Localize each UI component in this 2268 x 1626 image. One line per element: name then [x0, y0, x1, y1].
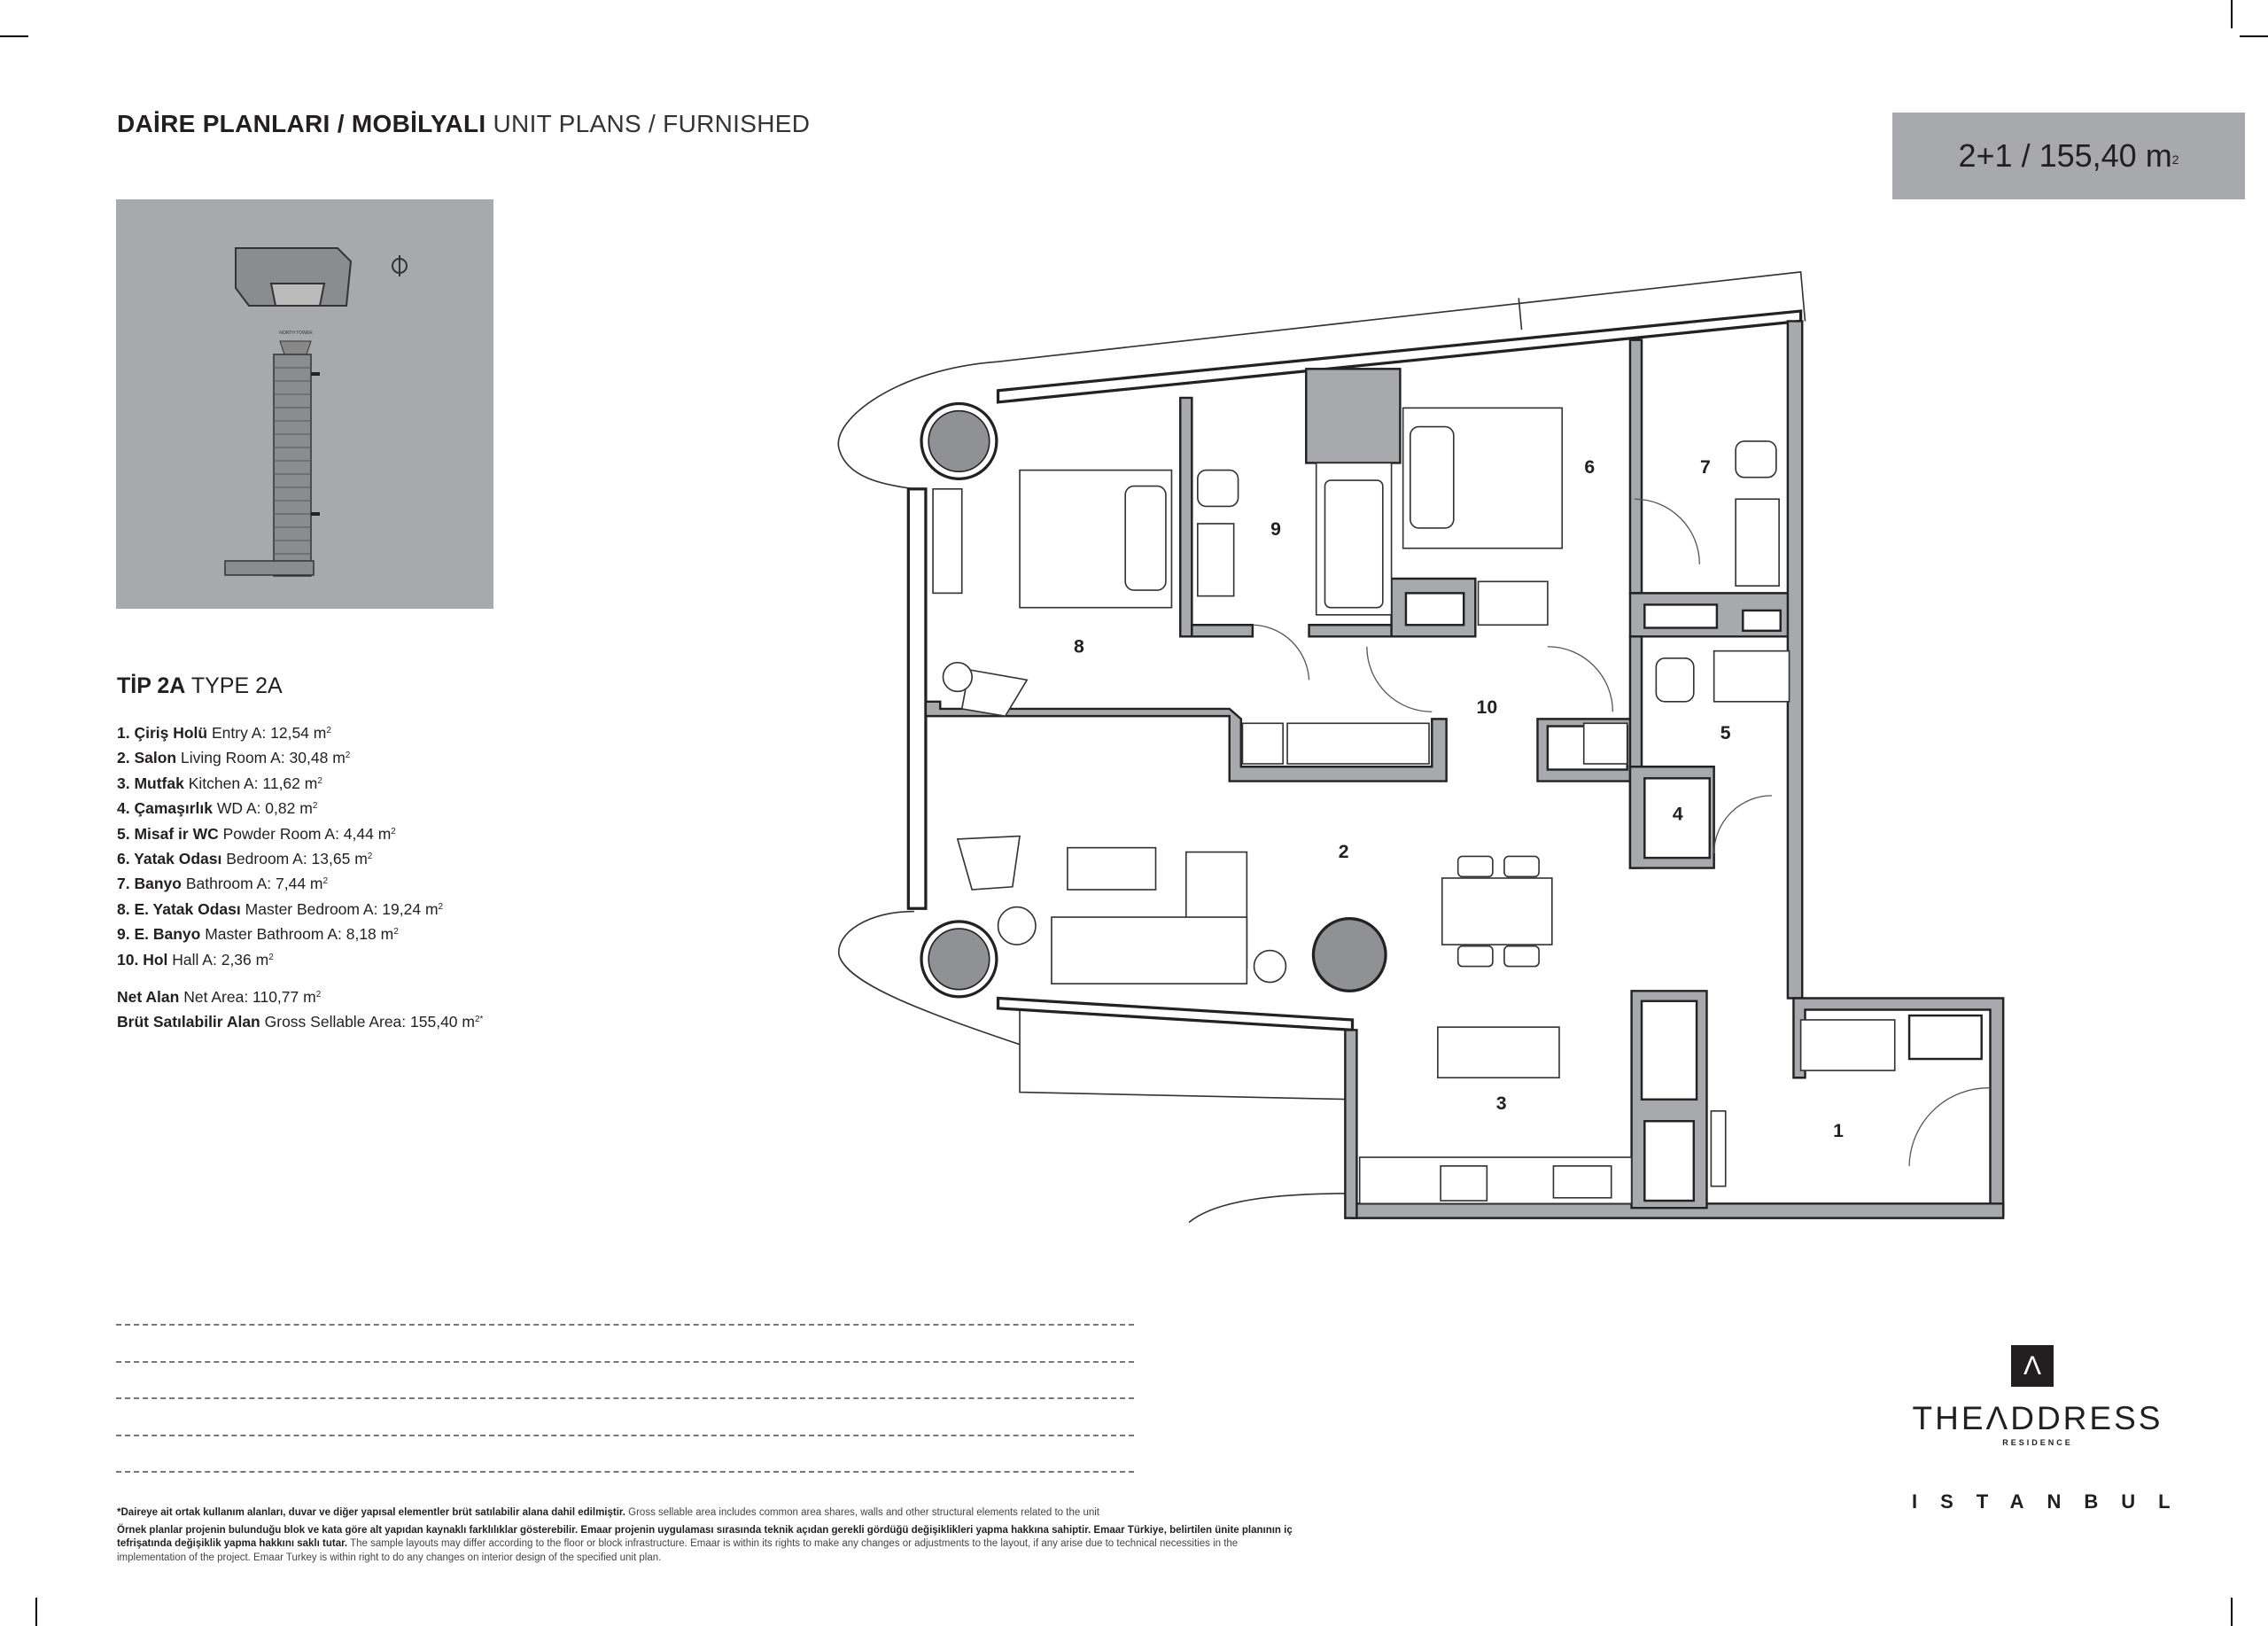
- note-line: [116, 1471, 1134, 1473]
- crop-mark: [2231, 1598, 2233, 1626]
- wall-entry: [1792, 997, 2005, 1217]
- toilet: [1197, 469, 1239, 508]
- legend-item: 8. E. Yatak Odası Master Bedroom A: 19,2…: [117, 899, 444, 918]
- kitchen-island: [1437, 1026, 1560, 1079]
- room-number-3: 3: [1496, 1093, 1507, 1114]
- cooktop: [1440, 1165, 1488, 1202]
- room-number-5: 5: [1720, 723, 1731, 743]
- type-en: TYPE 2A: [190, 673, 283, 698]
- page-title: DAİRE PLANLARI / MOBİLYALI UNIT PLANS / …: [117, 110, 810, 138]
- crop-mark: [2240, 35, 2268, 37]
- legend-item: 7. Banyo Bathroom A: 7,44 m2: [117, 875, 329, 893]
- balcony-curve-top: [837, 361, 998, 490]
- window-band-bottom: [996, 996, 1355, 1032]
- legend-item: 9. E. Banyo Master Bathroom A: 8,18 m2: [117, 925, 399, 944]
- room-number-10: 10: [1477, 697, 1498, 718]
- room-number-8: 8: [1074, 636, 1084, 657]
- entry-wardrobe: [1799, 1019, 1896, 1071]
- room-number-2: 2: [1339, 842, 1349, 862]
- note-line: [116, 1324, 1134, 1326]
- note-line: [116, 1397, 1134, 1399]
- room-number-7: 7: [1700, 457, 1711, 478]
- armchair: [960, 668, 1029, 718]
- gross-area: Brüt Satılabilir Alan Gross Sellable Are…: [117, 1013, 484, 1031]
- legend-item: 4. Çamaşırlık WD A: 0,82 m2: [117, 799, 318, 818]
- armchair: [956, 835, 1021, 891]
- unit-area-sup: 2: [2171, 152, 2179, 167]
- type-tr: TİP 2A: [117, 673, 186, 698]
- disclaimer: *Daireye ait ortak kullanım alanları, du…: [117, 1506, 1304, 1568]
- kitchen-sink: [1552, 1165, 1612, 1199]
- vanity: [1197, 523, 1235, 597]
- crop-mark: [2231, 0, 2233, 28]
- brand-city: ISTANBUL: [1912, 1490, 2194, 1513]
- legend-item: 10. Hol Hall A: 2,36 m2: [117, 950, 274, 969]
- area-totals: Net Alan Net Area: 110,77 m2 Brüt Satıla…: [117, 984, 483, 1035]
- wardrobe: [1286, 722, 1430, 765]
- disclaimer-2: Örnek planlar projenin bulunduğu blok ve…: [117, 1524, 1293, 1563]
- column: [928, 928, 990, 991]
- vanity: [1735, 498, 1780, 587]
- key-plan-thumbnail: NORTH TOWER: [116, 199, 493, 609]
- entry-door-swing: [1908, 1087, 1991, 1166]
- side-table: [997, 906, 1037, 945]
- column: [928, 409, 990, 473]
- crop-mark: [35, 1598, 37, 1626]
- brand-name: THEΛDDRESS: [1912, 1400, 2163, 1436]
- dining-table: [1441, 877, 1553, 945]
- shaft: [1305, 368, 1402, 464]
- window-band-left: [906, 487, 928, 910]
- legend-item: 1. Çiriş Holü Entry A: 12,54 m2: [117, 724, 331, 742]
- column: [1311, 917, 1387, 992]
- disclaimer-1: *Daireye ait ortak kullanım alanları, du…: [117, 1507, 1099, 1518]
- legend-item: 5. Misaf ir WC Powder Room A: 4,44 m2: [117, 824, 396, 843]
- legend-item: 3. Mutfak Kitchen A: 11,62 m2: [117, 774, 322, 792]
- note-line: [116, 1435, 1134, 1436]
- brand-logo-icon: Λ: [2011, 1345, 2054, 1387]
- wardrobe: [1477, 580, 1549, 626]
- room-number-9: 9: [1270, 519, 1281, 540]
- unit-area-text: 2+1 / 155,40 m: [1958, 137, 2172, 174]
- toilet: [1735, 440, 1777, 478]
- balcony-curve-bottom: [838, 910, 1353, 1101]
- tower-label: NORTH TOWER: [279, 331, 313, 336]
- room-number-1: 1: [1833, 1121, 1844, 1141]
- toilet: [1655, 657, 1695, 703]
- sofa: [1051, 916, 1248, 984]
- sink: [1713, 650, 1790, 703]
- title-en: UNIT PLANS / FURNISHED: [493, 110, 811, 137]
- legend-item: 6. Yatak Odası Bedroom A: 13,65 m2: [117, 850, 373, 868]
- tower-key-plan: NORTH TOWER: [224, 247, 408, 577]
- room-number-6: 6: [1584, 457, 1595, 478]
- note-line: [116, 1361, 1134, 1363]
- net-area: Net Alan Net Area: 110,77 m2: [117, 988, 322, 1006]
- legend-item: 2. Salon Living Room A: 30,48 m2: [117, 749, 351, 767]
- columns: [920, 401, 1387, 999]
- crop-mark: [0, 35, 28, 37]
- facade-line: [998, 271, 1806, 362]
- unit-type-heading: TİP 2A TYPE 2A: [117, 673, 283, 699]
- room-numbers: 1 2 3 4 5 6 7 8 9 10: [1074, 457, 1844, 1141]
- room-legend: 1. Çiriş Holü Entry A: 12,54 m2 2. Salon…: [117, 720, 443, 972]
- dresser: [932, 487, 963, 595]
- title-tr: DAİRE PLANLARI / MOBİLYALI: [117, 110, 486, 137]
- wardrobe: [1582, 722, 1628, 765]
- brand-subtitle: RESIDENCE: [2002, 1438, 2073, 1447]
- room-number-4: 4: [1673, 805, 1683, 825]
- coffee-table: [1067, 846, 1157, 891]
